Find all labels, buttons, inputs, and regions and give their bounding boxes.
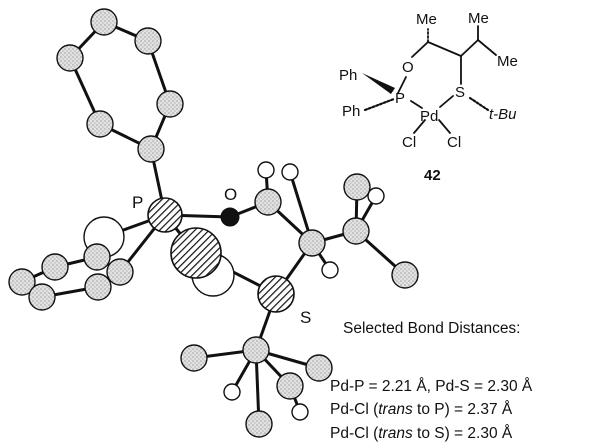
sulfur-atom: [257, 275, 295, 313]
carbon-atom: [84, 273, 112, 301]
carbon-atom: [90, 8, 118, 36]
carbon-atom: [134, 27, 162, 55]
carbon-atom: [180, 344, 208, 372]
carbon-atom: [276, 372, 304, 400]
structure-bonds: [362, 25, 497, 134]
carbon-atom: [156, 90, 184, 118]
hydrogen-atom: [291, 403, 309, 421]
bond-distance-line-1: Pd-P = 2.21 Å, Pd-S = 2.30 Å: [330, 378, 533, 395]
bond-distance-line-2-trans: trans: [378, 401, 413, 418]
structure-me-1: Me: [416, 11, 437, 28]
structure-sulfur: S: [455, 84, 465, 101]
structure-ph-2: Ph: [342, 103, 360, 120]
carbon-atom: [106, 258, 134, 286]
molecule-model: P O S: [8, 8, 419, 438]
bond-distance-line-3-prefix: Pd-Cl (: [330, 425, 379, 442]
bond-distance-line-3-trans: trans: [378, 425, 413, 442]
phosphorus-atom: [147, 197, 183, 233]
atom-label-s: S: [300, 308, 311, 327]
hydrogen-atom: [367, 187, 385, 205]
hydrogen-atom: [321, 261, 339, 279]
carbon-atom: [343, 173, 371, 201]
structure-oxygen: O: [402, 59, 414, 76]
structure-phosphorus: P: [395, 90, 405, 107]
hydrogen-atom: [281, 163, 299, 181]
bond-distances: Selected Bond Distances: Pd-P = 2.21 Å, …: [330, 320, 533, 442]
structure-ph-1: Ph: [339, 67, 357, 84]
carbon-atoms: [8, 8, 419, 438]
carbon-atom: [298, 229, 326, 257]
carbon-atom: [56, 44, 84, 72]
bond-distance-line-2: Pd-Cl (trans to P) = 2.37 Å: [330, 401, 513, 418]
structure-chlorine-1: Cl: [402, 134, 416, 151]
carbon-atom: [305, 354, 333, 382]
carbon-atom: [137, 135, 165, 163]
bond-distance-line-3: Pd-Cl (trans to S) = 2.30 Å: [330, 425, 513, 442]
structure-drawing: Me Me Me O Ph Ph P Pd S t-Bu Cl Cl 42: [339, 10, 518, 184]
hydrogen-atom: [223, 383, 241, 401]
carbon-atom: [245, 410, 273, 438]
bond-distances-heading: Selected Bond Distances:: [343, 320, 521, 337]
bond-distance-line-2-prefix: Pd-Cl (: [330, 401, 379, 418]
atom-label-o: O: [224, 185, 237, 204]
carbon-atom: [342, 217, 370, 245]
palladium-atom: [170, 227, 222, 279]
carbon-atom: [83, 243, 111, 271]
atom-label-p: P: [132, 193, 143, 212]
carbon-atom: [86, 110, 114, 138]
carbon-atom: [242, 336, 270, 364]
bond-distance-line-3-suffix: to S) = 2.30 Å: [413, 425, 513, 442]
compound-number: 42: [424, 167, 441, 184]
carbon-atom: [391, 261, 419, 289]
structure-me-2: Me: [468, 10, 489, 27]
structure-chlorine-2: Cl: [447, 134, 461, 151]
structure-palladium: Pd: [420, 108, 438, 125]
structure-tbu: t-Bu: [489, 106, 517, 123]
hydrogen-atom: [257, 161, 275, 179]
oxygen-atom: [220, 207, 240, 227]
carbon-atom: [28, 283, 56, 311]
structure-me-3: Me: [497, 53, 518, 70]
carbon-atom: [254, 188, 282, 216]
carbon-atom: [8, 268, 36, 296]
bond-distance-line-2-suffix: to P) = 2.37 Å: [413, 401, 513, 418]
carbon-atom: [41, 253, 69, 281]
hydrogen-atoms: [223, 161, 385, 421]
